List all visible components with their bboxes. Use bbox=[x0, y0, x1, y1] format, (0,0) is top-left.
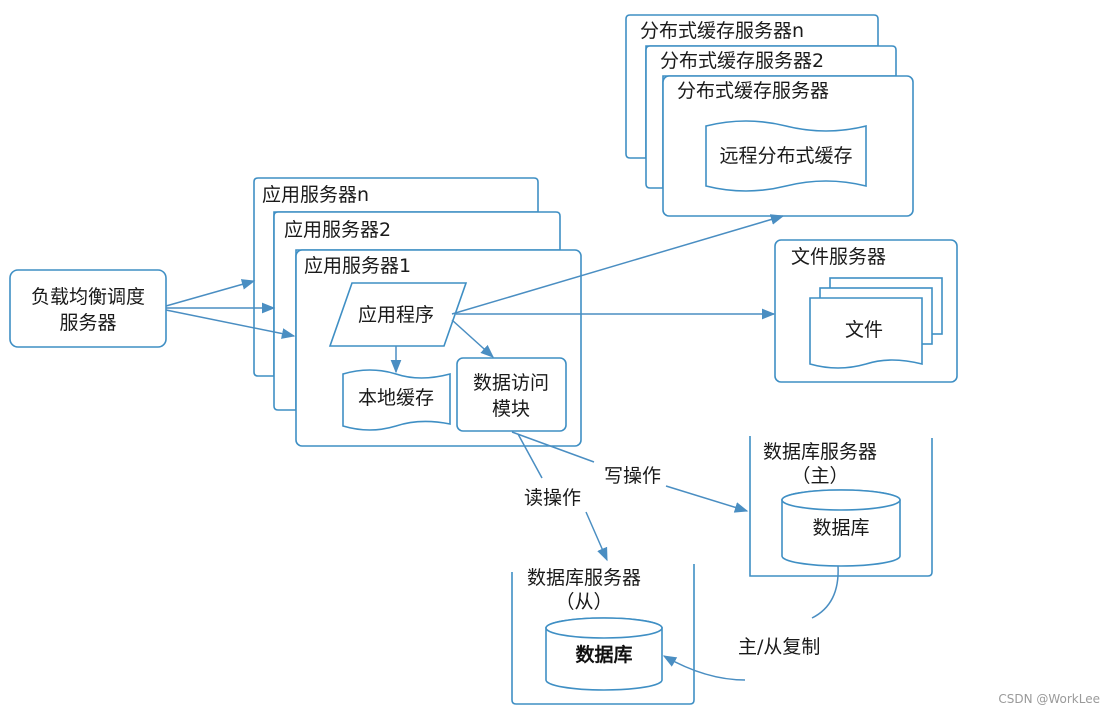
app-server-1-label: 应用服务器1 bbox=[304, 255, 411, 277]
cache-server-1-label: 分布式缓存服务器 bbox=[677, 80, 829, 102]
application-label: 应用程序 bbox=[358, 304, 434, 326]
cache-server-n-label: 分布式缓存服务器n bbox=[640, 20, 804, 42]
label-line: 负载均衡调度 bbox=[31, 286, 145, 308]
db-master-cylinder-top bbox=[781, 489, 901, 511]
label-line: 数据库服务器 bbox=[527, 567, 641, 589]
app-server-2-box bbox=[273, 211, 561, 411]
write-arrow bbox=[665, 485, 749, 513]
label-line: （主） bbox=[791, 465, 848, 487]
file-server-label: 文件服务器 bbox=[791, 246, 886, 268]
remote-cache-shape bbox=[705, 120, 867, 192]
write-op-label: 写操作 bbox=[604, 465, 661, 487]
label-line: 数据访问 bbox=[473, 372, 549, 394]
app-server-n-box bbox=[253, 177, 539, 377]
db-master-server-box bbox=[749, 436, 933, 577]
file-label: 文件 bbox=[845, 319, 883, 341]
data-access-box bbox=[456, 357, 567, 432]
arrow-lb-to-app-1 bbox=[165, 309, 296, 339]
remote-cache-label: 远程分布式缓存 bbox=[719, 145, 852, 167]
db-master-server-label: 数据库服务器（主） bbox=[763, 441, 877, 487]
label-line: （从） bbox=[555, 591, 612, 613]
load-balancer-label: 负载均衡调度服务器 bbox=[31, 286, 145, 334]
data-access-label: 数据访问模块 bbox=[473, 372, 549, 420]
db-slave-server-box bbox=[511, 564, 695, 705]
replication-line-a bbox=[811, 565, 839, 619]
replication-label: 主/从复制 bbox=[738, 636, 820, 658]
db-slave-label: 数据库 bbox=[575, 643, 632, 666]
read-arrow bbox=[585, 511, 608, 562]
write-line-a bbox=[511, 431, 595, 463]
load-balancer-box bbox=[9, 269, 167, 348]
label-line: 服务器 bbox=[59, 312, 116, 334]
app-server-2-label: 应用服务器2 bbox=[284, 219, 391, 241]
replication-arrow bbox=[662, 655, 746, 681]
label-line: 数据库服务器 bbox=[763, 441, 877, 463]
cache-server-2-box bbox=[645, 45, 897, 189]
local-cache-label: 本地缓存 bbox=[358, 387, 434, 409]
app-server-n-label: 应用服务器n bbox=[262, 184, 369, 206]
application-shape bbox=[328, 282, 468, 347]
cache-server-2-label: 分布式缓存服务器2 bbox=[660, 50, 824, 72]
read-op-label: 读操作 bbox=[524, 487, 581, 509]
label-line: 模块 bbox=[492, 398, 530, 420]
arrow-lb-to-app-n bbox=[165, 279, 256, 307]
arrow-app-to-data-access bbox=[451, 319, 495, 358]
watermark: CSDN @WorkLee bbox=[998, 692, 1100, 706]
db-master-label: 数据库 bbox=[812, 517, 869, 539]
read-line-a bbox=[517, 433, 543, 479]
db-slave-server-label: 数据库服务器（从） bbox=[527, 567, 641, 613]
arrow-app-to-remote-cache bbox=[451, 214, 785, 315]
local-cache-shape bbox=[342, 369, 451, 431]
file-page-1 bbox=[809, 297, 923, 369]
db-slave-cylinder-top bbox=[545, 617, 663, 639]
cache-server-n-box bbox=[625, 14, 879, 159]
